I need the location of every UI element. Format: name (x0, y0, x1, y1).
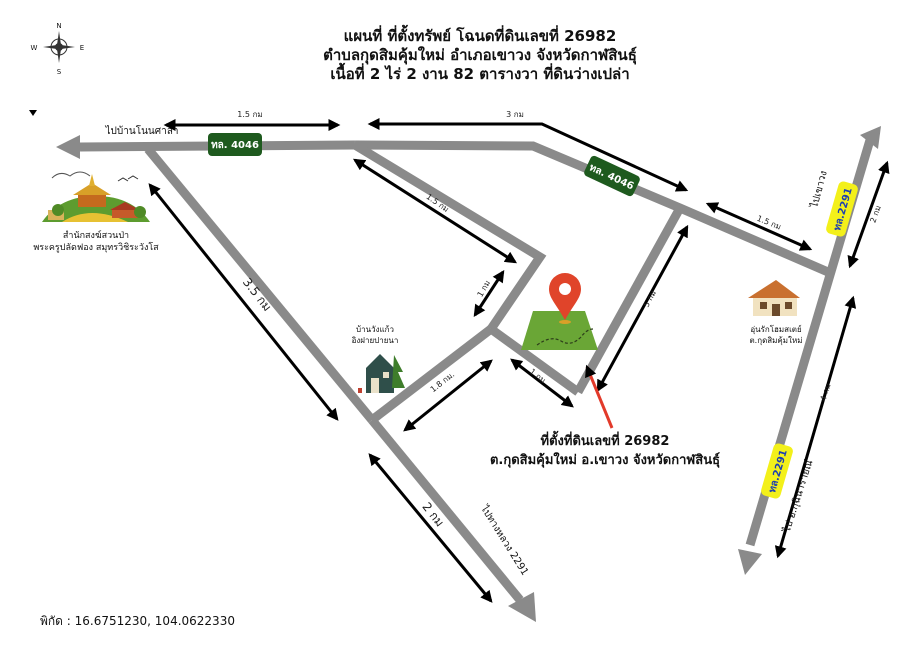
compass-rose-icon: N S W E (31, 22, 85, 76)
distance-arrow-4 (705, 202, 813, 251)
compass-south: S (57, 68, 62, 76)
road-inner-east (574, 205, 684, 395)
village-label-line1: บ้านวังแก้ว (356, 325, 394, 334)
land-parcel-icon (521, 311, 598, 350)
road-arrow-southeast-icon (508, 592, 536, 622)
compass-east: E (80, 44, 84, 52)
distance-arrow-3 (352, 158, 518, 264)
homestay-label-line2: ต.กุดสิมคุ้มใหม่ (749, 336, 802, 345)
compass-north: N (56, 22, 61, 30)
distance-label-4: 1.5 กม (755, 214, 782, 232)
road-label-to-highway-2291: ไปทางหลวง 2291 (478, 502, 531, 577)
compass-west: W (31, 44, 38, 52)
distance-arrow-2 (367, 118, 689, 192)
distance-arrow-11 (774, 295, 857, 559)
distance-label-1: 1.5 กม (237, 110, 262, 119)
map-title-line1: แผนที่ ที่ตั้งทรัพย์ โฉนดที่ดินเลขที่ 26… (343, 27, 617, 45)
road-label-to-ban-non-sala: ไปบ้านโนนศาลา (105, 124, 179, 137)
road-arrow-west-icon (56, 135, 80, 159)
distance-label-2: 3 กม (506, 110, 524, 119)
small-triangle-icon (29, 110, 37, 116)
map-title-line3: เนื้อที่ 2 ไร่ 2 งาน 82 ตารางวา ที่ดินว่… (330, 65, 630, 83)
distance-arrow-12 (847, 160, 890, 269)
route-sign-2291-bottom: ทล.2291 (761, 443, 793, 499)
road-arrow-north-icon (860, 126, 881, 149)
map-title-line2: ตำบลกุดสิมคุ้มใหม่ อำเภอเขาวง จังหวัดกาฬ… (323, 46, 637, 64)
village-house-icon (358, 354, 405, 393)
homestay-label-line1: อุ่นรักโฮมสเตย์ (750, 324, 801, 334)
roads (56, 126, 881, 622)
location-pin-icon (549, 273, 581, 324)
distance-arrows (148, 118, 890, 603)
distance-arrow-10 (403, 359, 493, 432)
coordinates-text: พิกัด : 16.6751230, 104.0622330 (40, 614, 235, 628)
distance-label-11: 4 กม (819, 382, 833, 402)
location-label: ที่ตั้งที่ดินเลขที่ 26982 ต.กุดสิมคุ้มให… (470, 432, 740, 470)
road-arrow-south-icon (738, 549, 762, 575)
location-label-line1: ที่ตั้งที่ดินเลขที่ 26982 (540, 434, 670, 449)
temple-icon (42, 171, 150, 222)
distance-arrow-5 (368, 453, 493, 603)
distance-arrow-6 (473, 269, 505, 318)
road-label-to-khao-wong: ไปเขาวง (808, 169, 830, 210)
road-inner-north (352, 141, 547, 332)
route-label-4046-west: ทล. 4046 (211, 140, 259, 151)
route-sign-4046-east: ทล. 4046 (584, 155, 640, 197)
homestay-house-icon (748, 280, 800, 316)
distance-arrow-9 (510, 358, 574, 408)
distance-label-8: 5 กม (642, 289, 658, 309)
temple-label-line1: สำนักสงฆ์สวนป่า (63, 229, 129, 241)
distance-arrow-7 (148, 183, 339, 421)
temple-label-line2: พระครูปลัดฟอง สมุทรวิชิระวังโส (33, 242, 159, 253)
location-pointer-arrow (585, 364, 614, 429)
distance-arrow-8 (596, 224, 689, 393)
village-label-line2: อิงฝายปายนา (351, 336, 398, 345)
route-sign-4046-west: ทล. 4046 (208, 133, 262, 156)
road-diagonal-southwest (144, 146, 376, 423)
distance-label-6: 1 กม (476, 279, 493, 299)
location-label-line2: ต.กุดสิมคุ้มใหม่ อ.เขาวง จังหวัดกาฬสินธุ… (489, 453, 721, 468)
